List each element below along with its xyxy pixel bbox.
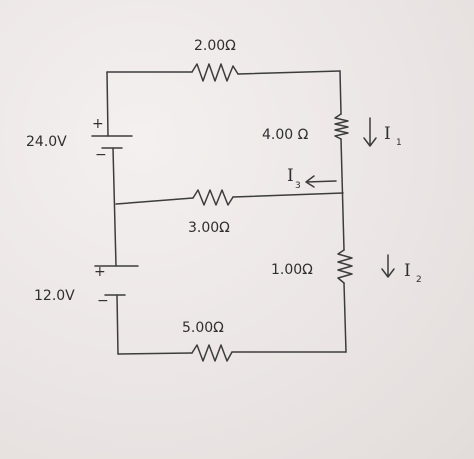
battery-24-plus-sign: + [92,116,104,132]
i3-subscript: 3 [295,181,301,191]
middle-wire-right [232,192,344,198]
middle-resistor-label: 3.00Ω [188,220,230,236]
top-resistor-zigzag [191,63,239,82]
i1-subscript: 1 [396,138,402,148]
i2-subscript: 2 [416,275,422,285]
right-upper-resistor-label: 4.00 Ω [262,127,309,143]
right-lower-resistor-label: 1.00Ω [271,262,313,278]
i2-arrow [381,254,395,278]
i1-label: I [384,124,391,144]
middle-resistor-zigzag [192,189,234,206]
right-wire-bottom [343,282,347,353]
bottom-resistor-label: 5.00Ω [182,320,224,336]
left-wire-mid [112,147,117,267]
i2-label: I [404,261,411,281]
right-wire-top [339,70,342,115]
top-wire-right [237,70,341,75]
left-wire-top [106,71,109,137]
battery-12-minus-sign: − [97,293,109,309]
i1-arrow [363,117,377,147]
bottom-resistor-zigzag [191,344,233,362]
top-resistor-label: 2.00Ω [194,38,236,54]
i3-label: I [287,166,294,186]
right-upper-resistor-zigzag [334,113,349,140]
right-wire-mid-upper [340,138,345,251]
left-wire-bottom [116,294,119,355]
middle-wire-left [115,197,194,205]
i3-arrow [305,175,337,188]
battery-24-minus-sign: − [95,147,107,163]
bottom-wire-left [117,352,193,355]
battery-12-plus-sign: + [94,264,106,280]
right-lower-resistor-zigzag [337,249,353,284]
battery-24-voltage-label: 24.0V [26,134,67,150]
battery-12-voltage-label: 12.0V [34,288,75,304]
